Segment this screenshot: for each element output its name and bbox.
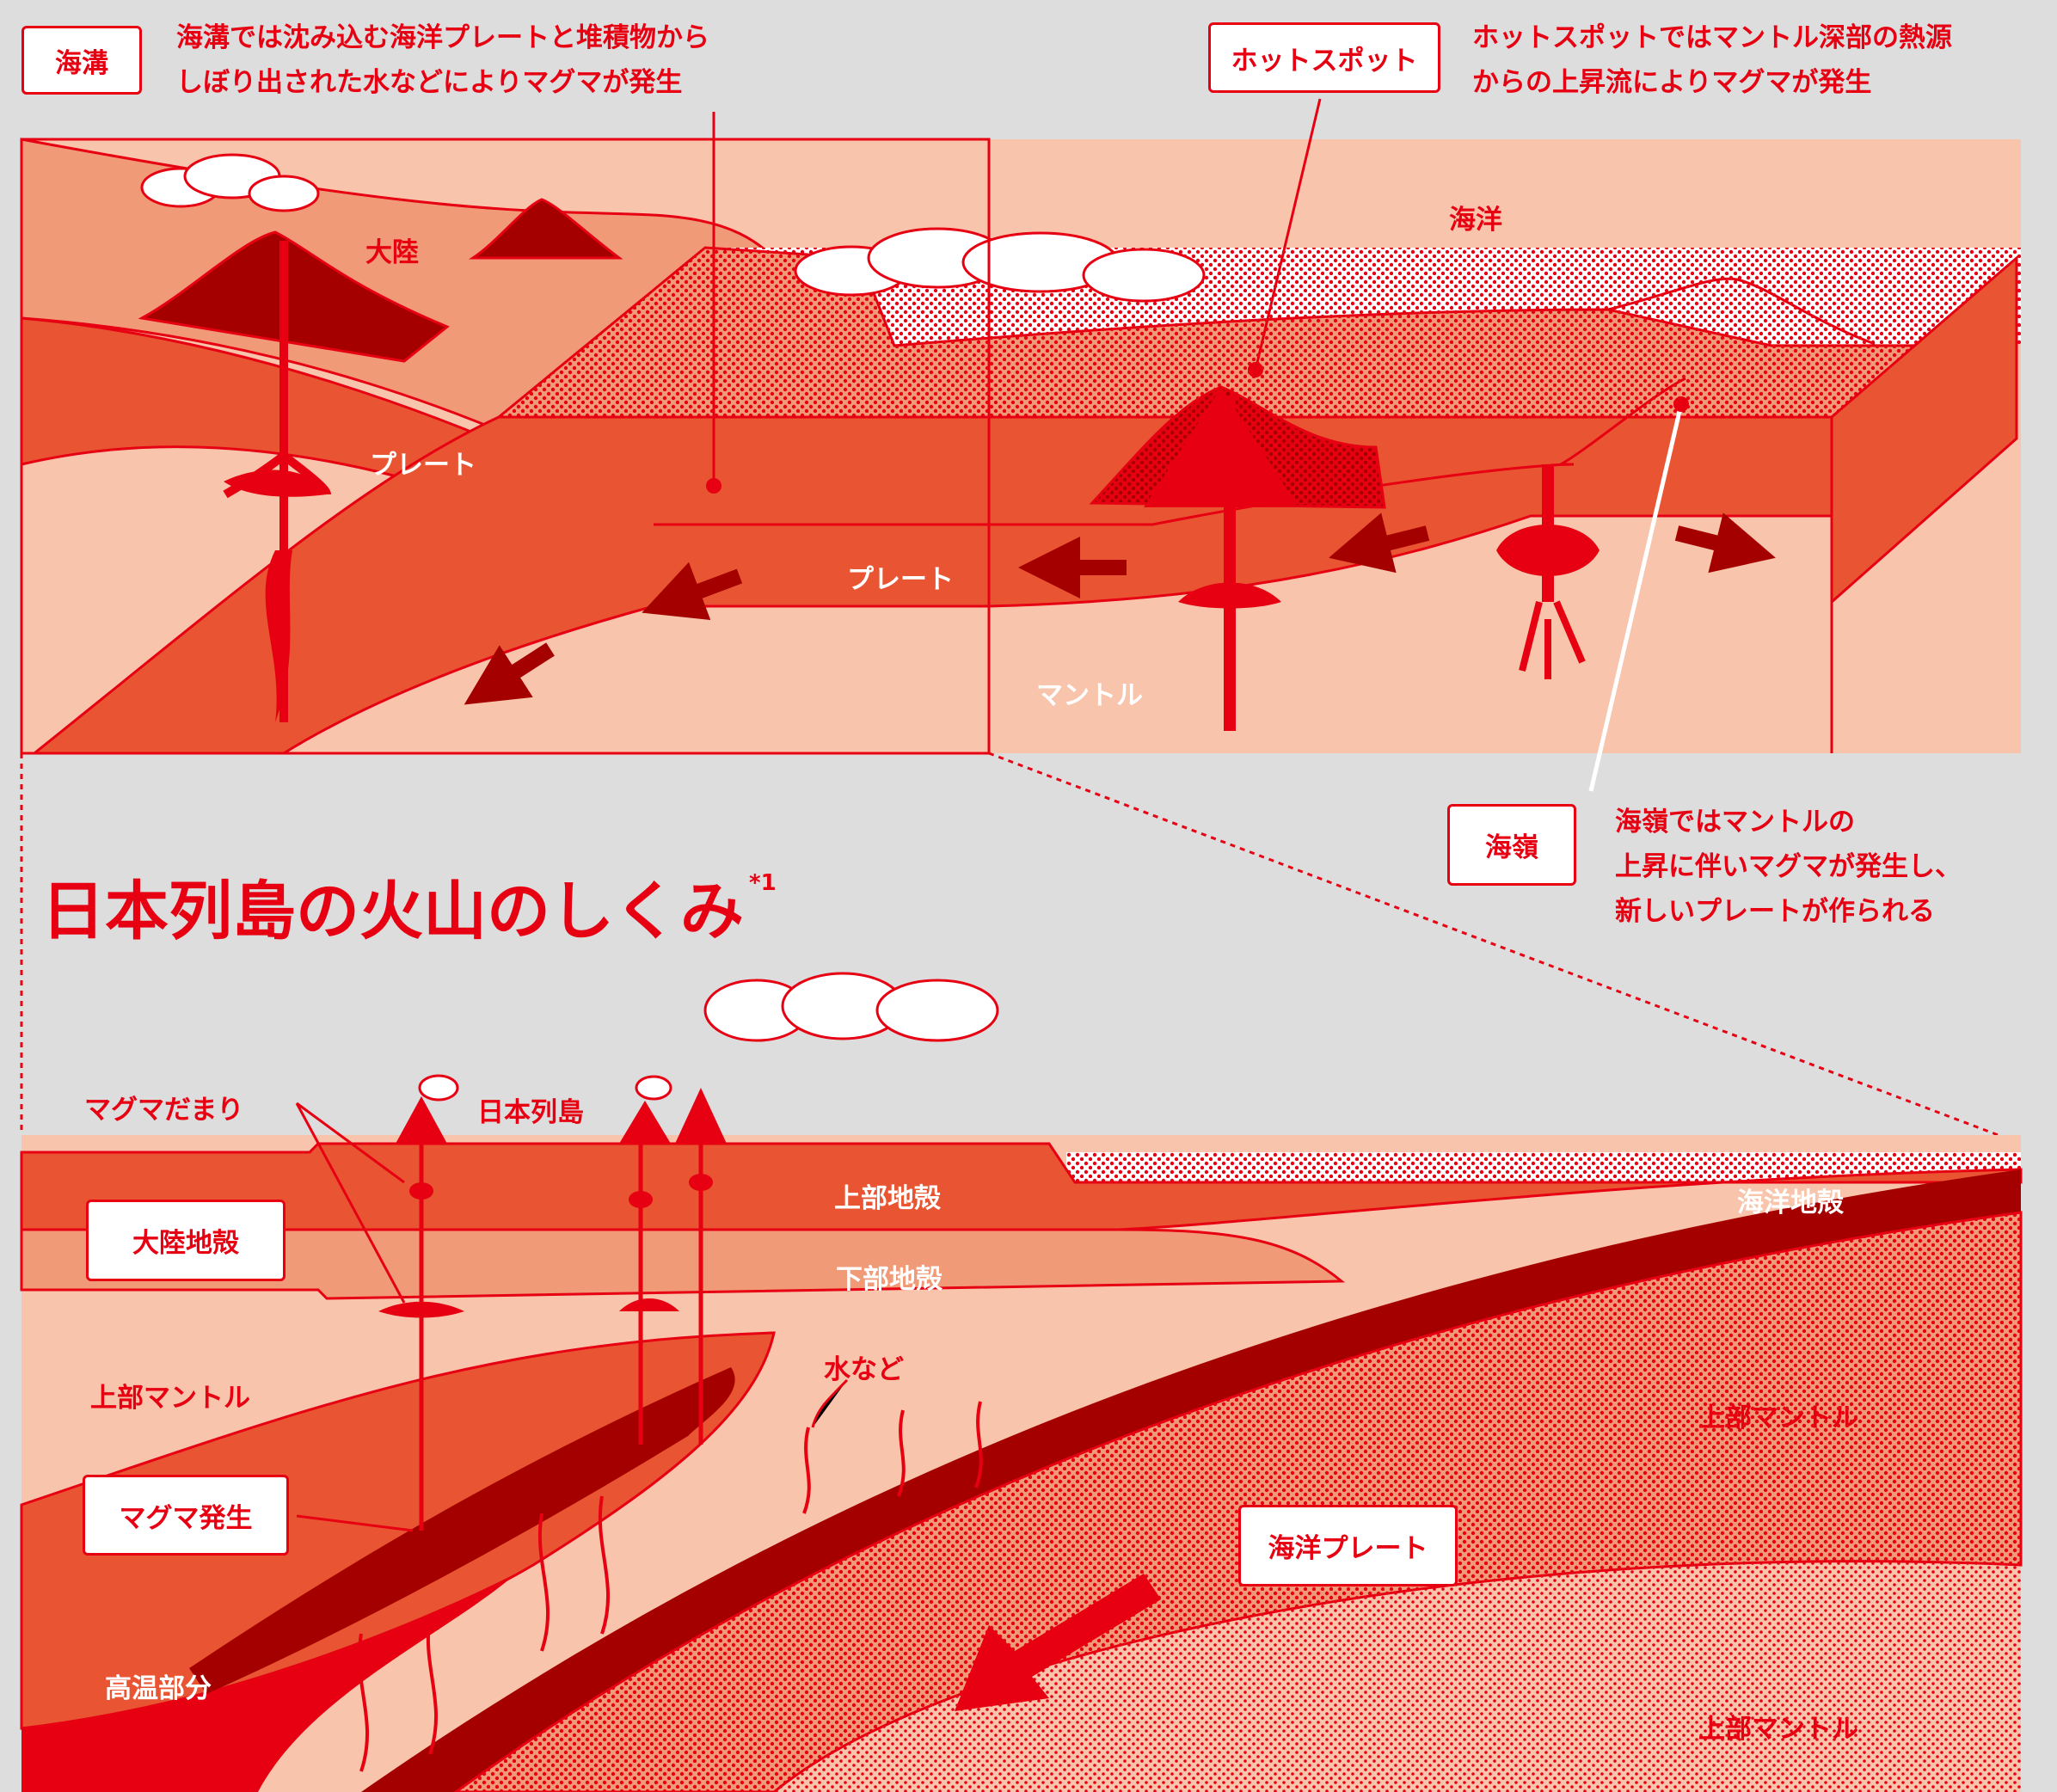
- continent-label: 大陸: [365, 237, 419, 268]
- lower-crust-label: 下部地殻: [836, 1264, 943, 1295]
- magma-chamber-label: マグマだまり: [84, 1095, 244, 1126]
- oceanic-plate-tag: 海洋プレート: [1238, 1505, 1458, 1586]
- mantle-label: マントル: [1036, 680, 1143, 711]
- steam-cloud-left: [140, 153, 320, 212]
- upper-mantle-bottom-label: 上部マントル: [1698, 1714, 1858, 1745]
- hotspot-note: ホットスポットではマントル深部の熱源 からの上昇流によりマグマが発生: [1472, 15, 1952, 105]
- water-etc-label: 水など: [824, 1354, 904, 1385]
- top-cross-section: [20, 98, 2022, 1145]
- steam-cloud-bottom: [418, 972, 999, 1102]
- hotspot-note-line-2: からの上昇流によりマグマが発生: [1472, 67, 1872, 98]
- title-text: 日本列島の火山のしくみ: [41, 875, 744, 948]
- water-squiggles: [357, 1401, 983, 1772]
- magma-generation-tag: マグマ発生: [83, 1475, 289, 1556]
- upper-mantle-left-label: 上部マントル: [90, 1383, 250, 1414]
- ridge-note-line-1: 海嶺ではマントルの: [1615, 807, 1855, 838]
- upper-crust-label: 上部地殻: [834, 1183, 941, 1214]
- page-title: 日本列島の火山のしくみ*1: [41, 860, 777, 952]
- high-temp-label: 高温部分: [105, 1673, 212, 1704]
- bottom-cross-section: [20, 972, 2023, 1792]
- japan-islands-label: 日本列島: [477, 1097, 584, 1128]
- ridge-note: 海嶺ではマントルの 上昇に伴いマグマが発生し、 新しいプレートが作られる: [1615, 800, 1962, 934]
- ridge-tag: 海嶺: [1447, 804, 1576, 886]
- trench-note-line-2: しぼり出された水などによりマグマが発生: [176, 67, 683, 98]
- trench-note-line-1: 海溝では沈み込む海洋プレートと堆積物から: [176, 22, 709, 53]
- title-footnote: *1: [748, 870, 777, 896]
- trench-note: 海溝では沈み込む海洋プレートと堆積物から しぼり出された水などによりマグマが発生: [176, 15, 709, 105]
- oceanic-crust-label: 海洋地殻: [1737, 1188, 1844, 1218]
- ocean-label: 海洋: [1449, 205, 1502, 236]
- steam-cloud-hotspot: [794, 227, 1206, 303]
- ridge-note-line-2: 上昇に伴いマグマが発生し、: [1615, 851, 1962, 882]
- hotspot-note-line-1: ホットスポットではマントル深部の熱源: [1472, 22, 1952, 53]
- continental-crust-tag: 大陸地殻: [86, 1200, 286, 1281]
- upper-mantle-right-label: 上部マントル: [1698, 1402, 1858, 1433]
- plate-center-label: プレート: [847, 564, 954, 595]
- plate-left-label: プレート: [370, 450, 476, 481]
- trench-tag: 海溝: [21, 26, 142, 95]
- hotspot-tag: ホットスポット: [1208, 22, 1440, 93]
- ridge-note-line-3: 新しいプレートが作られる: [1615, 896, 1935, 927]
